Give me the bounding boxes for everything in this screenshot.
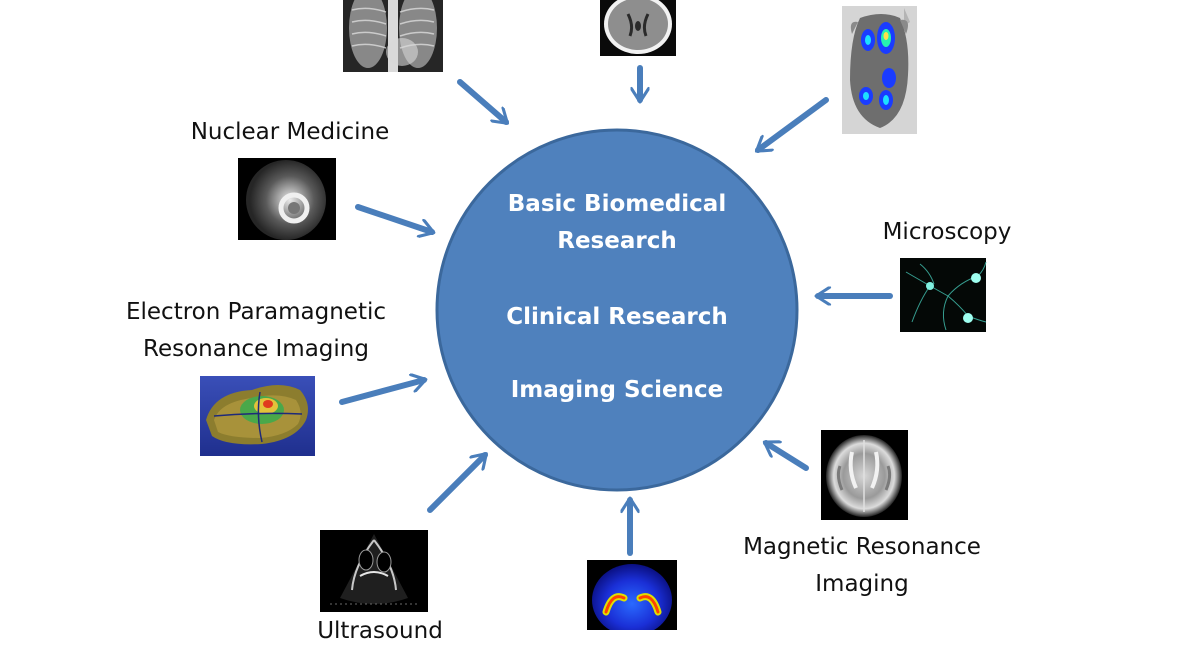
fluorescence-neuron-image (900, 258, 987, 332)
label-mri-line-2: Imaging (815, 571, 909, 597)
center-clinical-research: Clinical Research (506, 304, 728, 330)
brain-ct-image (600, 0, 676, 56)
label-microscopy: Microscopy (882, 219, 1012, 245)
chest-x-ray-image (343, 0, 443, 72)
label-epr-line-1: Electron Paramagnetic (125, 299, 386, 325)
arrow-nuclear (355, 204, 432, 232)
label-nuclear-medicine: Nuclear Medicine (190, 119, 390, 145)
pet-brain-scan-image (587, 560, 677, 630)
label-ultrasound: Ultrasound (317, 618, 443, 644)
nuclear-medicine-heart-image (238, 158, 336, 240)
center-imaging-science: Imaging Science (510, 377, 724, 403)
center-title-line-1: Basic Biomedical (507, 191, 727, 217)
center-title-line-2: Research (557, 228, 677, 254)
arrow-ultrasound (427, 452, 488, 513)
label-mri-line-1: Magnetic Resonance (743, 534, 981, 560)
arrow-xray (457, 79, 509, 125)
label-epr-line-2: Resonance Imaging (143, 336, 369, 362)
center-circle (435, 128, 799, 492)
echocardiogram-image (320, 530, 428, 612)
arrow-mri (766, 440, 809, 471)
arrow-epr (339, 380, 424, 405)
bioluminescence-mouse-image (842, 6, 917, 134)
arrows (339, 65, 893, 556)
arrow-optical (758, 97, 829, 153)
brain-mri-image (821, 430, 908, 520)
epr-3d-render-image (200, 376, 315, 456)
modality-diagram (200, 0, 987, 630)
